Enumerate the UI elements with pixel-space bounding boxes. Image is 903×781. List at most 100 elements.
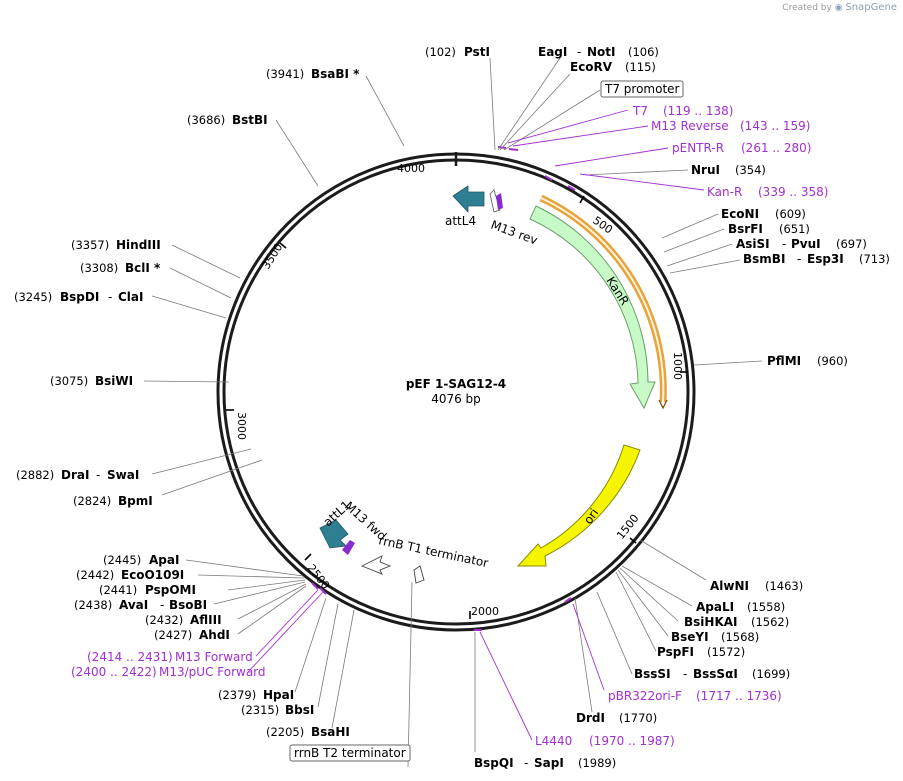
- site-bclI[interactable]: (3308) BclI *: [80, 261, 161, 275]
- site-eagI-notI[interactable]: EagI - NotI (106): [538, 45, 659, 59]
- svg-text:(143 .. 159): (143 .. 159): [740, 119, 810, 133]
- svg-text:(2442): (2442): [76, 568, 114, 582]
- site-pspOMI[interactable]: (2441) PspOMI: [99, 583, 196, 597]
- svg-text:SwaI: SwaI: [107, 468, 139, 482]
- svg-text:(3357): (3357): [71, 238, 109, 252]
- site-bsiHKAI[interactable]: BsiHKAI (1562): [684, 615, 789, 629]
- primer-l4440[interactable]: L4440 (1970 .. 1987): [535, 734, 675, 748]
- primer-m13-reverse[interactable]: M13 Reverse (143 .. 159): [651, 119, 810, 133]
- primer-m13-puc-forward[interactable]: (2400 .. 2422) M13/pUC Forward: [71, 665, 266, 679]
- svg-text:M13 Reverse: M13 Reverse: [651, 119, 729, 133]
- site-drdI[interactable]: DrdI (1770): [576, 711, 657, 725]
- svg-text:DrdI: DrdI: [576, 711, 605, 725]
- svg-text:(651): (651): [779, 222, 810, 236]
- site-hpaI[interactable]: (2379) HpaI: [218, 688, 294, 702]
- site-ecoO109I[interactable]: (2442) EcoO109I: [76, 568, 184, 582]
- snapgene-logo-icon: ◉: [834, 3, 843, 13]
- svg-text:BsiWI: BsiWI: [95, 374, 133, 388]
- svg-text:(1717 .. 1736): (1717 .. 1736): [696, 689, 782, 703]
- svg-text:NruI: NruI: [691, 163, 720, 177]
- svg-text:(2315): (2315): [241, 703, 279, 717]
- site-hindIII[interactable]: (3357) HindIII: [71, 238, 161, 252]
- site-asiSI-pvuI[interactable]: AsiSI - PvuI (697): [736, 237, 867, 251]
- site-ahdI[interactable]: (2427) AhdI: [154, 628, 230, 642]
- svg-text:ApaI: ApaI: [149, 553, 179, 567]
- site-pstI[interactable]: (102) PstI: [425, 45, 490, 59]
- svg-text:(3941): (3941): [266, 67, 304, 81]
- rrnb-t1-feature[interactable]: [360, 555, 392, 575]
- rrnb-t2-feature[interactable]: [413, 565, 425, 584]
- site-bspDI-claI[interactable]: (3245) BspDI - ClaI: [14, 290, 143, 304]
- svg-text:(2882): (2882): [16, 468, 54, 482]
- site-bspQI-sapI[interactable]: BspQI - SapI (1989): [474, 756, 616, 770]
- svg-text:-: -: [108, 290, 112, 304]
- svg-text:-: -: [782, 237, 786, 251]
- site-bpmI[interactable]: (2824) BpmI: [73, 494, 153, 508]
- site-bsaHI[interactable]: (2205) BsaHI: [266, 725, 350, 739]
- site-bsaBI[interactable]: (3941) BsaBI *: [266, 67, 360, 81]
- svg-text:(102): (102): [425, 45, 456, 59]
- site-bsmBI-esp3I[interactable]: BsmBI - Esp3I (713): [743, 252, 890, 266]
- svg-text:-: -: [96, 468, 100, 482]
- credit-prefix: Created by: [782, 3, 832, 13]
- svg-text:AlwNI: AlwNI: [710, 579, 749, 593]
- svg-text:ClaI: ClaI: [118, 290, 143, 304]
- svg-text:BstBI: BstBI: [232, 113, 268, 127]
- primer-leaders: [247, 109, 705, 741]
- attl1-feature[interactable]: [319, 519, 349, 549]
- kanr-feature[interactable]: [529, 205, 656, 410]
- svg-text:(115): (115): [625, 60, 656, 74]
- tick-label: 3500: [260, 241, 286, 272]
- attl4-feature[interactable]: [452, 185, 485, 214]
- svg-text:(3308): (3308): [80, 261, 118, 275]
- svg-text:-: -: [524, 756, 528, 770]
- site-pspFI[interactable]: PspFI (1572): [657, 645, 745, 659]
- t7-promoter-box[interactable]: [600, 80, 684, 98]
- site-avaI-bsoBI[interactable]: (2438) AvaI - BsoBI: [74, 598, 207, 612]
- primer-pentr-r[interactable]: pENTR-R (261 .. 280): [672, 141, 811, 155]
- svg-text:BsoBI: BsoBI: [169, 598, 207, 612]
- primer-t7[interactable]: T7 (119 .. 138): [632, 104, 733, 118]
- svg-text:(1558): (1558): [747, 600, 785, 614]
- site-ecoNI[interactable]: EcoNI (609): [721, 207, 806, 221]
- site-pflMI[interactable]: PflMI (960): [767, 354, 848, 368]
- svg-text:(2379): (2379): [218, 688, 256, 702]
- rrnb-t2-box[interactable]: [289, 744, 411, 762]
- site-bssSI[interactable]: BssSI - BssSαI (1699): [634, 667, 790, 681]
- svg-text:ApaLI: ApaLI: [696, 600, 734, 614]
- site-apaI[interactable]: (2445) ApaI: [103, 553, 179, 567]
- site-bbsI[interactable]: (2315) BbsI: [241, 703, 314, 717]
- site-bsrFI[interactable]: BsrFI (651): [728, 222, 810, 236]
- svg-text:(2441): (2441): [99, 583, 137, 597]
- site-draI-swaI[interactable]: (2882) DraI - SwaI: [16, 468, 139, 482]
- site-bstBI[interactable]: (3686) BstBI: [187, 113, 268, 127]
- svg-text:(1463): (1463): [765, 579, 803, 593]
- m13fwd-feature[interactable]: [342, 540, 355, 555]
- ori-feature[interactable]: [516, 444, 641, 567]
- svg-text:(1562): (1562): [751, 615, 789, 629]
- svg-text:-: -: [797, 252, 801, 266]
- m13rev-feature[interactable]: [496, 193, 503, 210]
- svg-text:BspQI: BspQI: [474, 756, 514, 770]
- svg-text:AhdI: AhdI: [199, 628, 230, 642]
- svg-text:pENTR-R: pENTR-R: [672, 141, 724, 155]
- site-bsiWI[interactable]: (3075) BsiWI: [50, 374, 133, 388]
- svg-text:(2824): (2824): [73, 494, 111, 508]
- primer-pbr322ori-f[interactable]: pBR322ori-F (1717 .. 1736): [608, 689, 782, 703]
- svg-text:PflMI: PflMI: [767, 354, 801, 368]
- svg-text:HindIII: HindIII: [116, 238, 161, 252]
- site-nruI[interactable]: NruI (354): [691, 163, 766, 177]
- site-ecoRV[interactable]: EcoRV (115): [570, 60, 656, 74]
- plasmid-name: pEF 1-SAG12-4: [406, 377, 506, 391]
- site-alwNI[interactable]: AlwNI (1463): [710, 579, 803, 593]
- svg-text:(2438): (2438): [74, 598, 112, 612]
- plasmid-size: 4076 bp: [431, 392, 481, 406]
- primer-marks: [311, 146, 576, 631]
- svg-text:(119 .. 138): (119 .. 138): [663, 104, 733, 118]
- primer-kan-r[interactable]: Kan-R (339 .. 358): [707, 185, 828, 199]
- site-apaLI[interactable]: ApaLI (1558): [696, 600, 785, 614]
- primer-m13-forward[interactable]: (2414 .. 2431) M13 Forward: [87, 650, 253, 664]
- site-bseYI[interactable]: BseYI (1568): [671, 630, 759, 644]
- site-aflIII[interactable]: (2432) AflIII: [145, 613, 222, 627]
